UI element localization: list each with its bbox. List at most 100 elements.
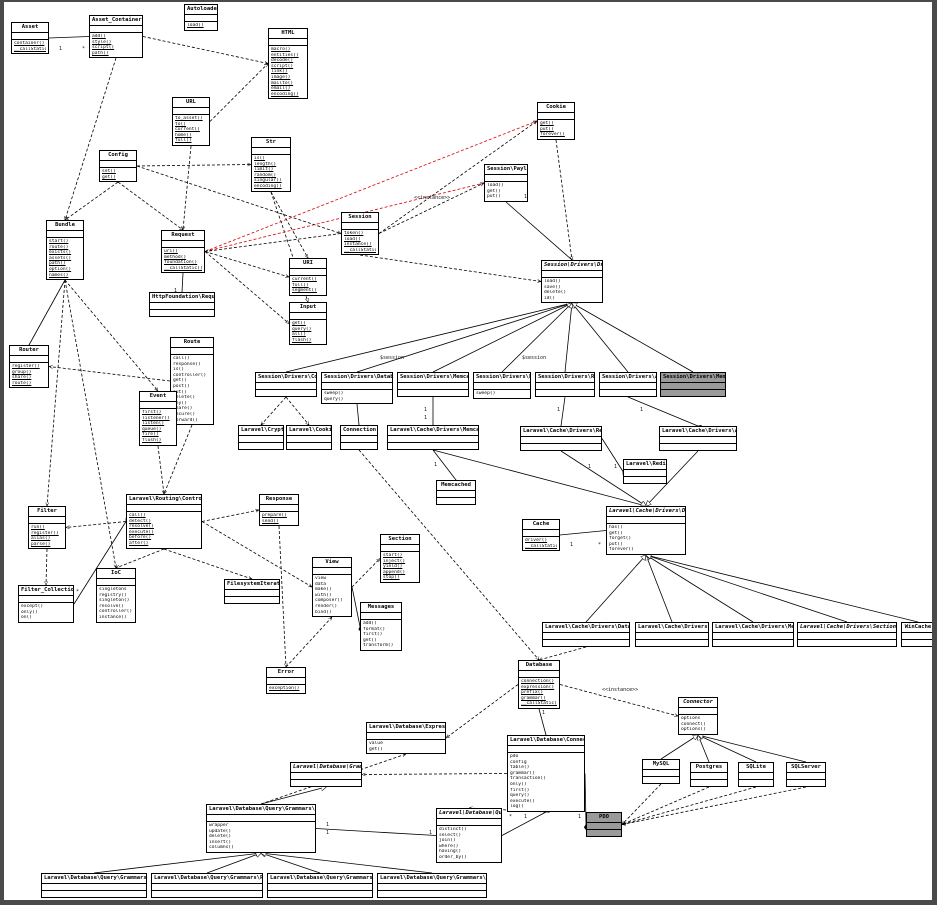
class-member: registry() (99, 592, 127, 598)
method-section (287, 442, 331, 449)
class-name: WinCache (904, 624, 932, 630)
relationship-edge (65, 57, 117, 220)
class-member: load() (344, 236, 361, 242)
class-member: sweep() (324, 391, 344, 396)
class-box: Session\Drivers\Databasesweep()query() (321, 372, 393, 405)
class-member: append() (383, 569, 406, 575)
relationship-edge (698, 735, 807, 763)
method-section: distinct()select()join()where()having()o… (437, 825, 501, 862)
class-name: Error (277, 669, 295, 675)
relationship-edge (560, 450, 646, 506)
class-member: on() (21, 615, 33, 621)
multiplicity-label: <<instance>> (414, 195, 451, 201)
relationship-edge (622, 786, 757, 825)
attribute-section (290, 268, 326, 275)
relationship-edge (260, 787, 326, 805)
class-name: Laravel\Cache\Drivers\APC (662, 428, 736, 434)
attribute-section (739, 772, 773, 779)
attribute-section (798, 632, 896, 639)
attribute-section (256, 382, 316, 389)
multiplicity-label: 1 (557, 407, 561, 413)
class-member: has() (609, 525, 623, 530)
attribute-section (239, 435, 283, 442)
class-member: put() (487, 194, 501, 200)
class-member: log() (510, 804, 524, 810)
class-member: yield() (383, 564, 403, 570)
attribute-section (536, 382, 594, 389)
relationship-edge (698, 735, 757, 763)
class-box: WinCache (901, 622, 932, 647)
class-name: Laravel\Cache\Drivers\Memcached (390, 427, 478, 433)
method-section: connection()expression()prefix()grammar(… (519, 677, 559, 708)
relationship-edge (501, 808, 552, 836)
relationship-edge (285, 396, 309, 425)
method-section: run()register()alias()parse() (29, 523, 65, 548)
class-box: Laravel\Database\Query\Grammars\Grammarw… (206, 804, 316, 853)
class-member: __callStatic() (164, 265, 202, 271)
attribute-section (42, 883, 146, 890)
relationship-edge (622, 783, 662, 825)
relationship-edge (505, 201, 577, 264)
class-box: Session\Drivers\Cookie (255, 372, 317, 397)
class-member: load() (544, 279, 561, 284)
method-section (256, 389, 316, 396)
relationship-edge (209, 64, 268, 122)
class-member: with() (315, 592, 332, 598)
relationship-edge (558, 396, 566, 432)
class-name: Filter (37, 508, 57, 514)
relationship-edge (183, 145, 192, 230)
class-member: data (315, 581, 327, 587)
class-box: Laravel\Cache\Drivers\Memcached (387, 425, 479, 450)
relationship-edge (660, 735, 698, 760)
relationship-edge (136, 165, 251, 167)
multiplicity-label: 1 (59, 46, 63, 52)
class-member: columns() (209, 845, 234, 851)
relationship-edge (310, 826, 437, 836)
multiplicity-label: 1 (640, 407, 644, 413)
method-section: uri()method()foundation()__callStatic() (162, 247, 204, 272)
method-section (291, 779, 361, 786)
class-member: style() (92, 39, 112, 45)
uml-class-diagram: Assetcontainer()__callStatic()Asset_Cont… (4, 2, 932, 900)
relationship-edge (601, 438, 627, 477)
attribute-section (519, 670, 559, 677)
class-member: execute() (510, 798, 535, 804)
class-member: first() (142, 410, 162, 415)
class-member: first() (363, 632, 383, 638)
relationship-edge (378, 182, 484, 234)
attribute-section (173, 107, 209, 114)
class-box: Laravel\Cache\Drivers\Sectionable (797, 622, 897, 647)
method-section: sweep() (474, 389, 530, 398)
multiplicity-label: 1 (424, 415, 428, 421)
class-name: Cache (532, 521, 550, 527)
class-name: Laravel\Database\Query (439, 810, 501, 816)
attribute-section (207, 814, 315, 821)
class-member: script() (271, 63, 294, 69)
attribute-section (381, 544, 419, 551)
class-member: add() (363, 621, 377, 626)
relationship-edge (559, 528, 612, 536)
relationship-edge (501, 303, 572, 373)
class-name: MySQL (652, 761, 670, 767)
class-box: Laravel\Database\Query\Grammars\MySQL (41, 873, 147, 898)
class-name: Laravel\Cookie (289, 427, 331, 433)
class-member: detect() (129, 518, 152, 524)
method-section: prepare()send() (260, 511, 298, 525)
class-member: get() (540, 121, 554, 126)
relationship-edge (432, 449, 646, 506)
class-member: prepare() (262, 513, 287, 518)
attribute-section (437, 490, 475, 497)
method-section: to_asset()to()current()home()full() (173, 114, 209, 145)
method-section: load()save()delete()id() (542, 277, 602, 302)
class-name: FilesystemIterator (227, 581, 279, 587)
method-section: add()style()script()path() (90, 32, 142, 57)
attribute-section (542, 270, 602, 277)
